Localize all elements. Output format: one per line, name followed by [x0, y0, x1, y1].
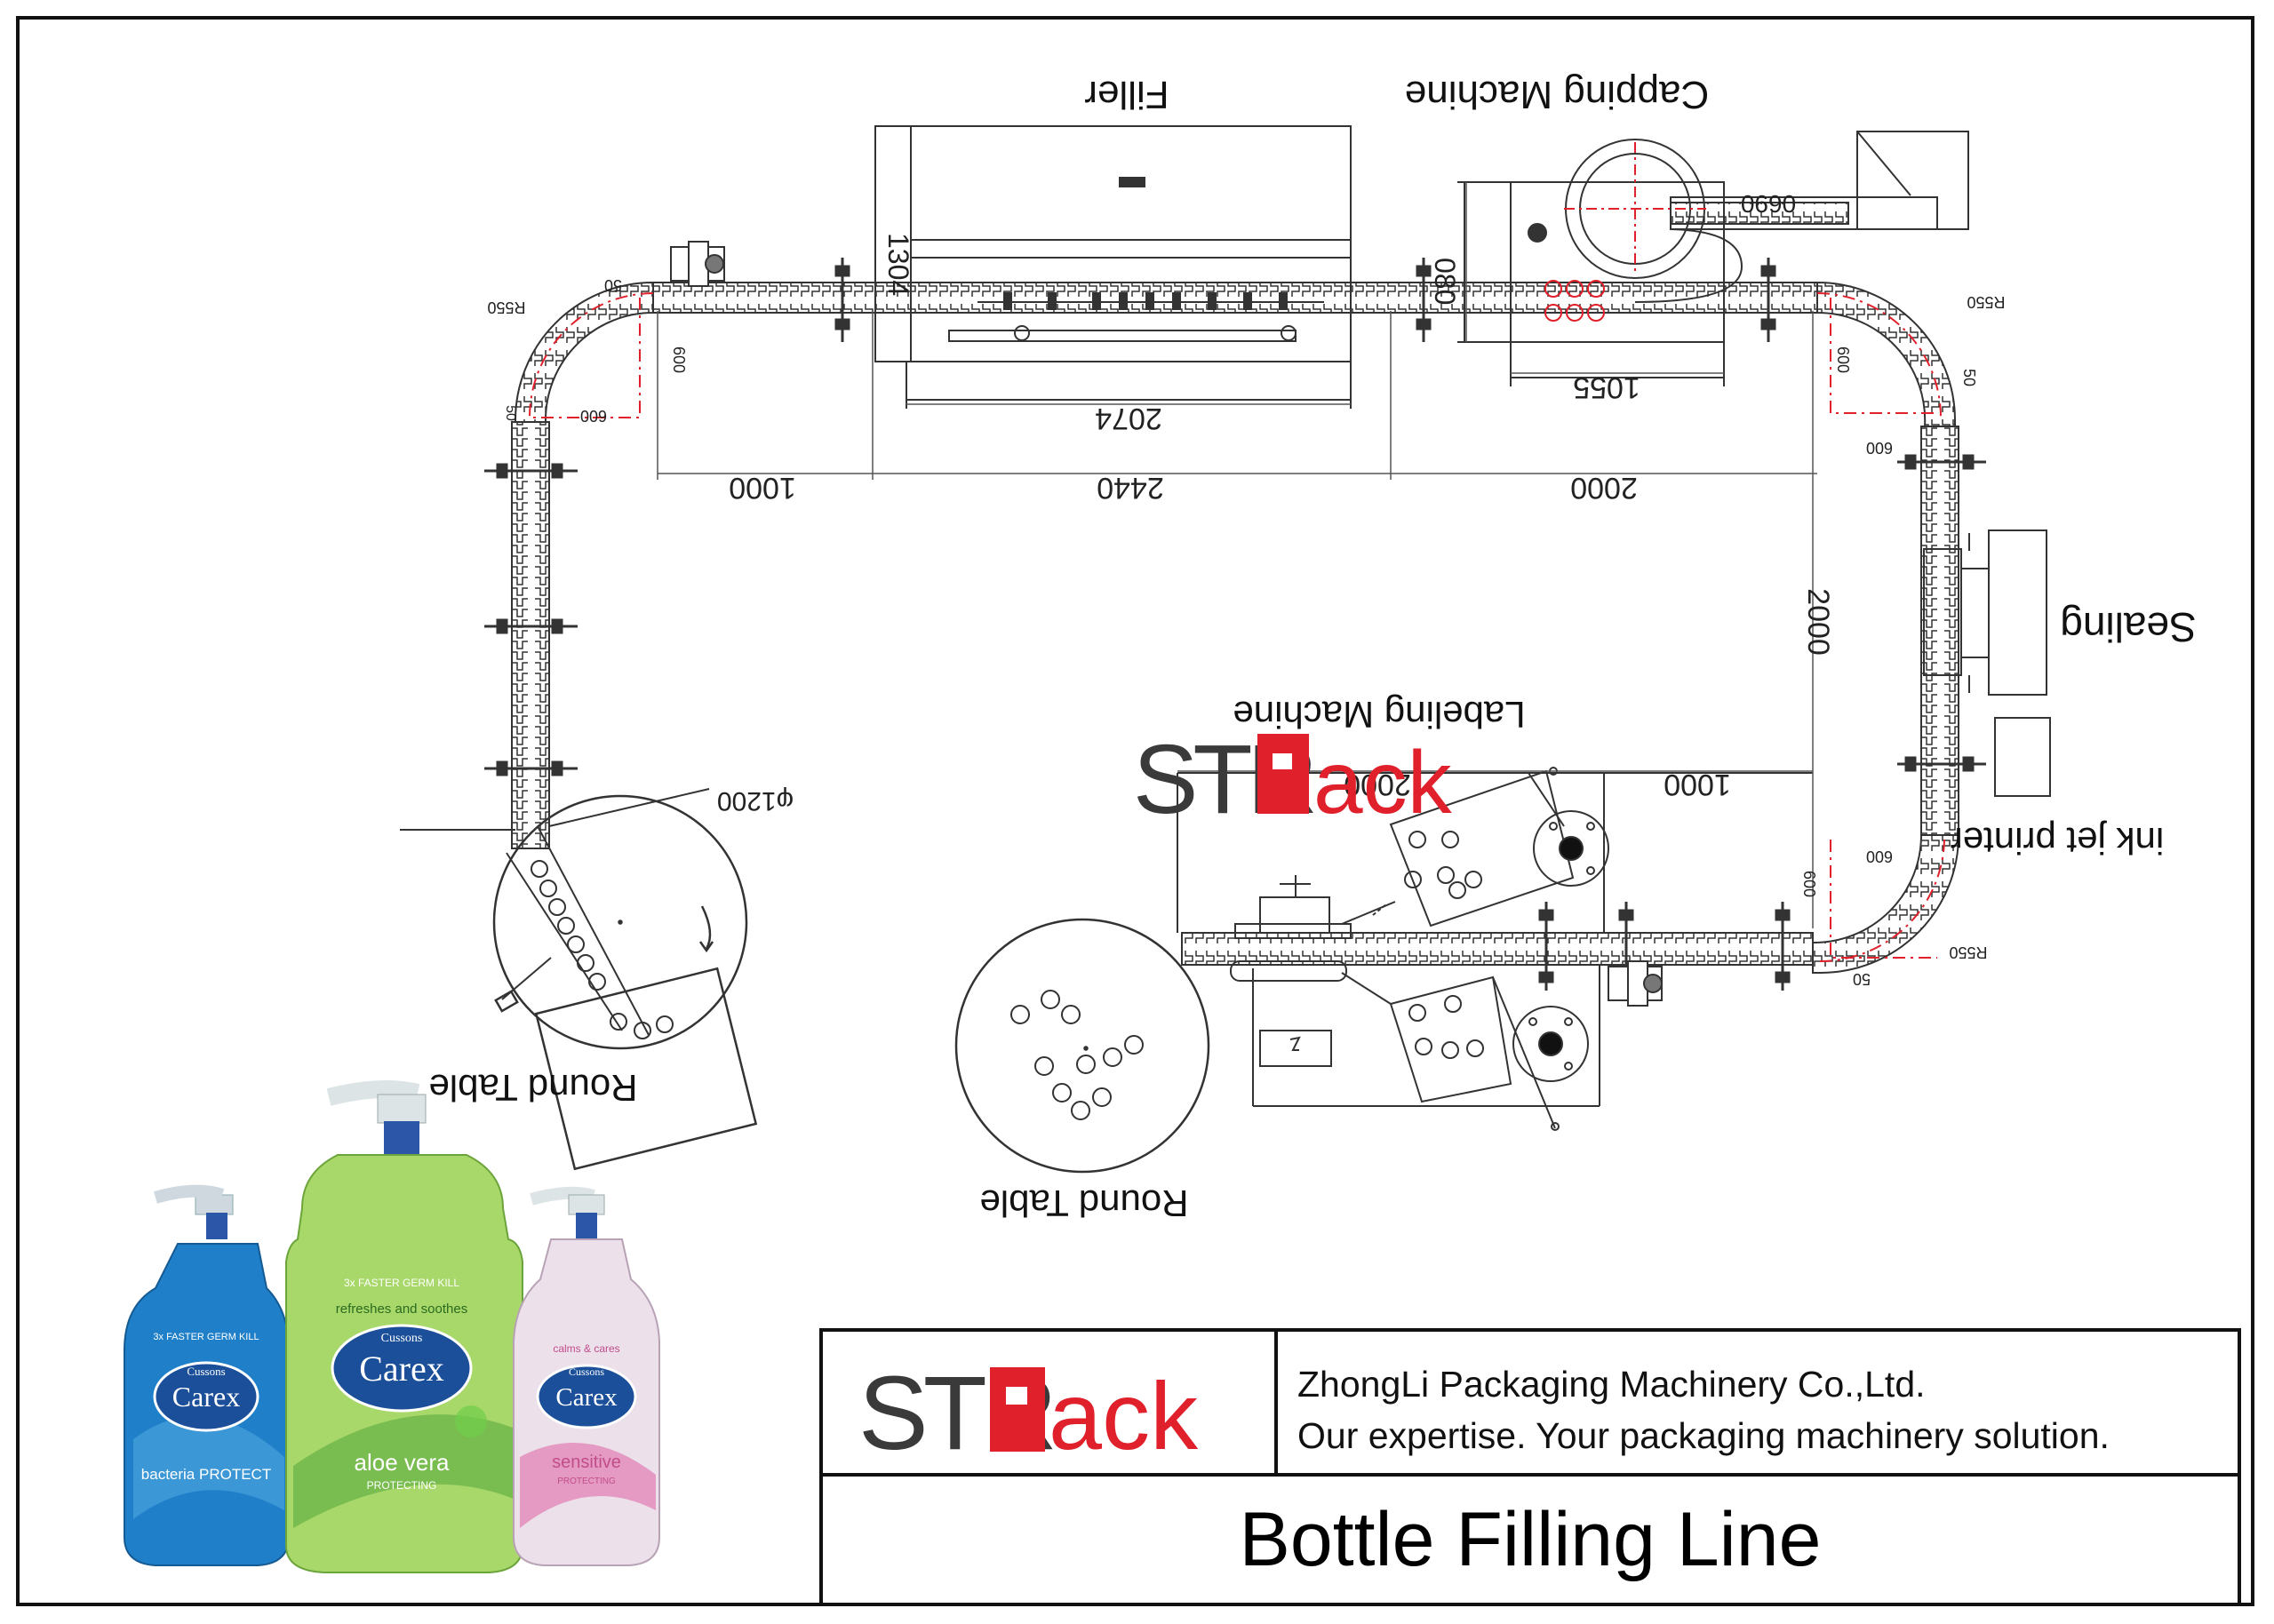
dim-1304: 1304: [882, 233, 914, 296]
dim-phi1200: φ1200: [717, 786, 794, 816]
bottle-pink: Carex Cussons calms & cares sensitive PR…: [513, 1186, 660, 1566]
conveyor-curve-top-right: [1816, 281, 1956, 427]
dim-0690: 0690: [1741, 190, 1796, 218]
dim-2000-mid: 2000: [1344, 768, 1411, 801]
dim-600-tr-v: 600: [1834, 346, 1852, 373]
bottle-pink-maker: Cussons: [569, 1365, 604, 1378]
bottle-pink-brand: Carex: [555, 1383, 618, 1412]
title-block-company-cell: ZhongLi Packaging Machinery Co.,Ltd. Our…: [1278, 1332, 2238, 1477]
label-capping-machine: Capping Machine: [1405, 73, 1709, 116]
ink-jet-printer: [1994, 717, 2051, 797]
dim-50-br: 50: [1853, 970, 1871, 988]
bottle-pink-variant: sensitive: [552, 1453, 621, 1472]
label-round-table-bottom: Round Table: [979, 1182, 1188, 1224]
title-block-title-cell: Bottle Filling Line: [823, 1477, 2238, 1603]
dim-1055: 1055: [1573, 370, 1640, 404]
guide-brackets-top: [834, 258, 1776, 342]
round-table-bottom: [954, 918, 1210, 1174]
bottle-green-maker: Cussons: [381, 1332, 423, 1345]
motor-top-left: [670, 241, 725, 287]
bottle-blue: Carex Cussons 3x FASTER GERM KILL bacter…: [124, 1184, 290, 1566]
label-ink-jet-printer: ink jet printer: [1951, 820, 2164, 862]
bottle-green-sub: PROTECTING: [367, 1479, 437, 1492]
conveyor-bottom: [1181, 932, 1814, 966]
bottle-green-variant: aloe vera: [355, 1449, 450, 1476]
dim-50-tl: 50: [604, 276, 622, 294]
station-labels: Filler Capping Machine Sealing ink jet p…: [428, 73, 2196, 1224]
bottle-green-tagline: refreshes and soothes: [336, 1302, 467, 1317]
dim-2074: 2074: [1095, 402, 1162, 435]
dim-2000-right: 2000: [1801, 588, 1835, 656]
dim-2440: 2440: [1097, 471, 1164, 505]
bottle-green: Carex Cussons refreshes and soothes 3x F…: [285, 1080, 523, 1573]
company-slogan: Our expertise. Your packaging machinery …: [1297, 1415, 2110, 1456]
drawing-title: Bottle Filling Line: [1239, 1496, 1822, 1582]
watermark-ack: ack: [1313, 733, 1453, 832]
conveyor-left: [511, 421, 550, 849]
label-labeling-machine: Labeling Machine: [1233, 694, 1525, 736]
company-logo: STR ack: [858, 1355, 1199, 1472]
dim-r550-br: R550: [1949, 943, 1987, 961]
dimension-texts: 1304 2074 1055 080 0690 1000 2440 2000 2…: [487, 190, 2005, 988]
dim-600-tr-h: 600: [1866, 439, 1893, 457]
bottle-blue-brand: Carex: [172, 1381, 240, 1413]
bottle-blue-badge: 3x FASTER GERM KILL: [153, 1332, 259, 1342]
dim-r550-tr: R550: [1967, 293, 2005, 311]
cap-hopper: [1634, 131, 1969, 303]
title-block: STR ack ZhongLi Packaging Machinery Co.,…: [819, 1328, 2241, 1606]
title-block-logo-cell: STR ack: [823, 1332, 1278, 1477]
logo-p-block: [990, 1367, 1045, 1452]
capping-machine: [1457, 139, 1725, 386]
bottle-green-brand: Carex: [359, 1349, 444, 1389]
sealing-machine: [1923, 529, 2047, 696]
conveyor-curve-bottom-right: [1812, 834, 1960, 974]
conveyor-curve-top-left: [515, 281, 654, 423]
dim-600-br-v: 600: [1800, 871, 1818, 897]
filler-machine: [874, 125, 1352, 409]
label-sealing: Sealing: [2060, 604, 2196, 650]
dim-r550-tl: R550: [487, 299, 525, 316]
label-round-table-left: Round Table: [428, 1067, 637, 1109]
bottle-blue-maker: Cussons: [187, 1365, 225, 1378]
dim-600-br-h: 600: [1866, 848, 1893, 865]
conveyor-right: [1920, 426, 1959, 836]
watermark-logo: STR ack: [1133, 725, 1453, 834]
dim-50-left: 50: [503, 405, 518, 421]
conveyor-top: [652, 282, 1818, 314]
dimension-lines: [657, 182, 1817, 928]
bottle-pink-tagline: calms & cares: [553, 1342, 619, 1355]
bottle-green-badge: 3x FASTER GERM KILL: [344, 1277, 459, 1289]
guide-brackets-left: [484, 463, 578, 776]
round-table-left: [492, 794, 758, 1171]
dim-2000-top: 2000: [1570, 471, 1638, 505]
dim-1000-top: 1000: [729, 471, 796, 505]
dim-600-tl-v: 600: [670, 346, 688, 373]
dim-600-tl-h: 600: [580, 407, 607, 425]
label-filler: Filler: [1084, 73, 1169, 116]
logo-ack: ack: [1049, 1362, 1199, 1469]
watermark-p-block: [1257, 734, 1309, 814]
dim-080: 080: [1429, 258, 1461, 305]
dim-50-tr: 50: [1960, 369, 1978, 386]
bottle-blue-variant: bacteria PROTECT: [141, 1466, 271, 1483]
product-bottles: Carex Cussons 3x FASTER GERM KILL bacter…: [124, 1080, 660, 1573]
bottle-pink-sub: PROTECTING: [557, 1477, 616, 1486]
motor-bottom: [1608, 960, 1663, 1007]
dim-1000-mid: 1000: [1664, 768, 1731, 801]
guide-brackets-right: [1897, 454, 1986, 772]
company-name: ZhongLi Packaging Machinery Co.,Ltd.: [1297, 1364, 1926, 1405]
